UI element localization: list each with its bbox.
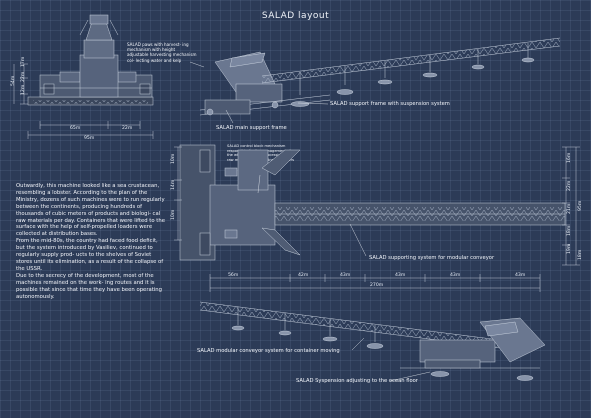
top-view-leader-lines — [257, 174, 367, 257]
front-height-3: 12m — [20, 84, 26, 95]
suspension-label: SALAD Syspension adjusting to the ocean … — [296, 378, 418, 384]
bottom-view-drawing — [199, 301, 546, 381]
front-width-1: 65m — [70, 125, 81, 131]
description-paragraph-2: From the mid-80s, the country had faced … — [16, 238, 164, 272]
description-text: Outwardly, this machine looked like a se… — [16, 183, 166, 300]
bottom-view-leader-lines — [351, 337, 431, 382]
segment-dim-5: 43m — [450, 272, 461, 278]
front-total-width: 95m — [84, 135, 95, 141]
segment-dim-3: 43m — [340, 272, 351, 278]
top-right-dim-5: 18m — [566, 225, 572, 236]
top-left-dim-1: 10m — [170, 153, 176, 164]
modular-conveyor-label: SALAD modular conveyor system for contai… — [197, 348, 340, 354]
main-support-frame-label: SALAD main support frame — [216, 125, 287, 131]
front-width-2: 22m — [122, 125, 133, 131]
segment-dim-2: 42m — [298, 272, 309, 278]
top-right-dim-3: 21m — [566, 203, 572, 214]
front-height-2: 22m — [20, 71, 26, 82]
side-view-drawing — [199, 37, 561, 116]
front-view-drawing — [27, 14, 154, 106]
segment-total-dim: 270m — [370, 282, 384, 288]
top-view-drawing — [179, 144, 566, 261]
support-frame-suspension-label: SALAD support frame with suspension syst… — [330, 101, 450, 107]
top-right-dim-1: 16m — [566, 152, 572, 163]
front-height-1: 17m — [20, 56, 26, 67]
top-right-dim-7: 18m — [577, 249, 583, 260]
front-view-dimensions — [13, 63, 154, 139]
top-view-dimension-lines — [174, 146, 580, 292]
front-total-height: 54m — [10, 75, 16, 86]
description-paragraph-1: Outwardly, this machine looked like a se… — [16, 183, 165, 238]
paws-note: SALAD paws with harvest- ing mechanism w… — [127, 42, 197, 63]
supporting-system-label: SALAD supporting system for modular conv… — [369, 255, 495, 261]
top-right-dim-4: 95m — [577, 200, 583, 211]
segment-dim-6: 43m — [515, 272, 526, 278]
top-right-dim-6: 19m — [566, 243, 572, 254]
page-title: SALAD layout — [261, 11, 330, 21]
top-right-dim-2: 22m — [566, 180, 572, 191]
segment-dim-1: 56m — [228, 272, 239, 278]
top-left-dim-2: 14m — [170, 179, 176, 190]
side-view-leader-lines — [189, 61, 329, 124]
description-paragraph-3: Due to the secrecy of the development, m… — [16, 272, 163, 300]
top-left-dim-3: 10m — [170, 209, 176, 220]
segment-dim-4: 43m — [395, 272, 406, 278]
